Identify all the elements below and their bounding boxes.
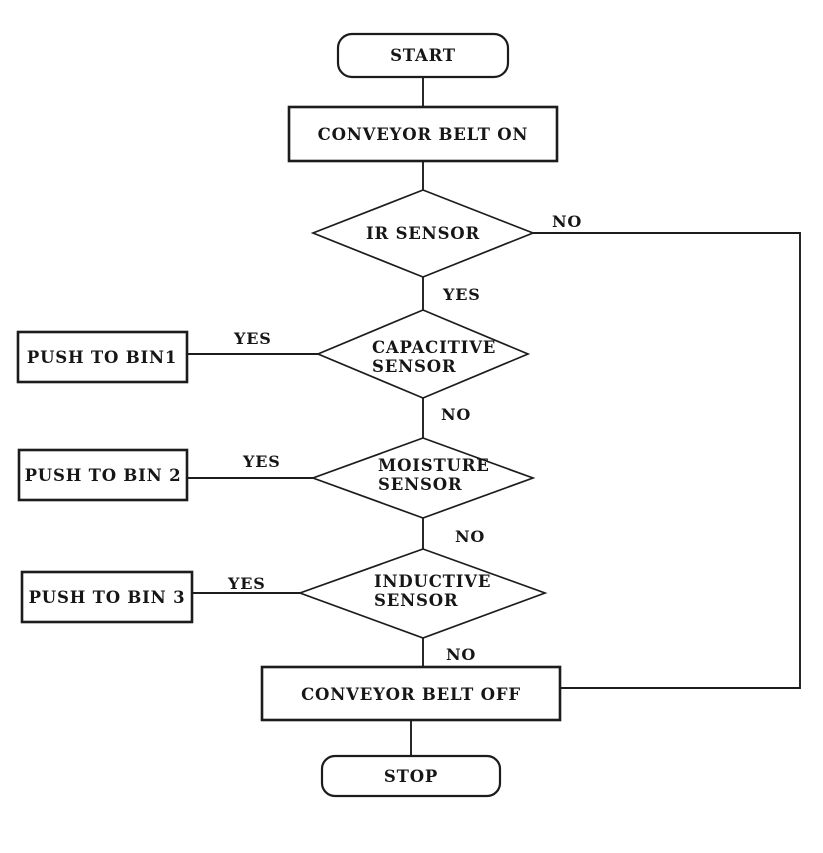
node-push-to-bin1: PUSH TO BIN1 <box>16 330 189 384</box>
moisture-sensor-decision <box>310 437 536 519</box>
push-to-bin1-label: PUSH TO BIN1 <box>27 348 177 367</box>
inductive-sensor-decision <box>297 548 548 639</box>
push-to-bin2-label: PUSH TO BIN 2 <box>25 466 182 485</box>
capacitive-sensor-decision <box>315 309 531 399</box>
label-no-inductive: NO <box>446 645 476 664</box>
start-terminator <box>336 32 510 79</box>
capacitive-sensor-label-line1: CAPACITIVE <box>372 338 496 357</box>
push-to-bin1-process <box>16 330 189 384</box>
conveyor-belt-off-label: CONVEYOR BELT OFF <box>301 685 521 704</box>
node-inductive-sensor: INDUCTIVE SENSOR <box>297 548 548 639</box>
ir-sensor-decision <box>310 189 536 278</box>
node-push-to-bin2: PUSH TO BIN 2 <box>17 448 189 502</box>
moisture-sensor-label-line1: MOISTURE <box>378 456 490 475</box>
capacitive-sensor-label-line2: SENSOR <box>372 357 456 376</box>
label-no-ir: NO <box>552 212 582 231</box>
label-no-moisture: NO <box>455 527 485 546</box>
conveyor-belt-on-process <box>287 105 559 163</box>
label-yes-moisture: YES <box>242 452 281 471</box>
start-label: START <box>390 46 456 65</box>
conveyor-belt-off-process <box>260 665 562 722</box>
ir-sensor-label: IR SENSOR <box>366 224 480 243</box>
stop-label: STOP <box>384 767 438 786</box>
label-no-capacitive: NO <box>441 405 471 424</box>
node-conveyor-belt-on: CONVEYOR BELT ON <box>287 105 559 163</box>
node-capacitive-sensor: CAPACITIVE SENSOR <box>315 309 531 399</box>
node-moisture-sensor: MOISTURE SENSOR <box>310 437 536 519</box>
node-start: START <box>336 32 510 79</box>
connector-ir-no-return <box>533 232 801 689</box>
branch-labels: NO YES YES NO YES NO YES NO <box>227 212 582 664</box>
label-yes-inductive: YES <box>227 574 266 593</box>
label-yes-capacitive: YES <box>233 329 272 348</box>
stop-terminator <box>320 754 502 798</box>
node-conveyor-belt-off: CONVEYOR BELT OFF <box>260 665 562 722</box>
conveyor-belt-on-label: CONVEYOR BELT ON <box>318 125 529 144</box>
push-to-bin2-process <box>17 448 189 502</box>
node-push-to-bin3: PUSH TO BIN 3 <box>20 570 194 624</box>
node-ir-sensor: IR SENSOR <box>310 189 536 278</box>
moisture-sensor-label-line2: SENSOR <box>378 475 462 494</box>
inductive-sensor-label-line2: SENSOR <box>374 591 458 610</box>
connectors <box>187 77 801 756</box>
node-stop: STOP <box>320 754 502 798</box>
push-to-bin3-process <box>20 570 194 624</box>
inductive-sensor-label-line1: INDUCTIVE <box>374 572 491 591</box>
push-to-bin3-label: PUSH TO BIN 3 <box>29 588 186 607</box>
label-yes-ir: YES <box>442 285 481 304</box>
